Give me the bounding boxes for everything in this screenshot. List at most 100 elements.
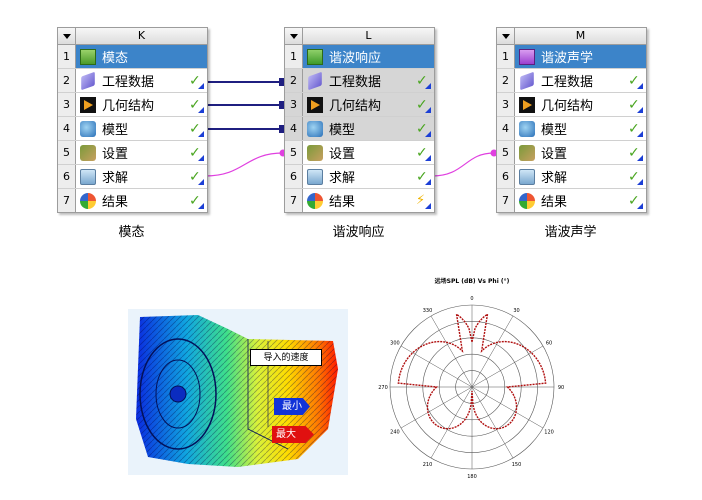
corner-icon bbox=[637, 83, 643, 89]
cell-setup[interactable]: 5 设置 ✓ bbox=[285, 141, 434, 165]
cell-engineering-data[interactable]: 2 工程数据 ✓ bbox=[497, 69, 646, 93]
cell-results[interactable]: 7 结果 ⚡ bbox=[285, 189, 434, 212]
check-icon: ✓ bbox=[416, 96, 428, 113]
polar-grid-spoke bbox=[400, 345, 473, 388]
cell-label: 工程数据 bbox=[102, 75, 155, 90]
row-number: 3 bbox=[285, 93, 303, 116]
system-m[interactable]: M 1 谐波声学 2 工程数据 ✓ 3 几何结构 ✓ 4 模型 ✓ 5 设置 ✓… bbox=[496, 27, 647, 213]
corner-icon bbox=[425, 107, 431, 113]
cell-analysis-type[interactable]: 1 谐波响应 bbox=[285, 45, 434, 69]
row-number: 2 bbox=[497, 69, 515, 92]
results-icon bbox=[519, 192, 535, 209]
corner-icon bbox=[637, 179, 643, 185]
corner-icon bbox=[198, 179, 204, 185]
corner-icon bbox=[425, 179, 431, 185]
check-icon: ✓ bbox=[628, 96, 640, 113]
row-number: 1 bbox=[58, 45, 76, 68]
corner-icon bbox=[637, 155, 643, 161]
cell-label: 结果 bbox=[541, 195, 568, 210]
cell-setup[interactable]: 5 设置 ✓ bbox=[497, 141, 646, 165]
system-k[interactable]: K 1 模态 2 工程数据 ✓ 3 几何结构 ✓ 4 模型 ✓ 5 设置 ✓ 6… bbox=[57, 27, 208, 213]
cell-geometry[interactable]: 3 几何结构 ✓ bbox=[58, 93, 207, 117]
check-icon: ✓ bbox=[628, 168, 640, 185]
system-caption[interactable]: 模态 bbox=[118, 225, 145, 240]
corner-icon bbox=[198, 83, 204, 89]
system-letter: M bbox=[575, 29, 586, 42]
results-icon bbox=[80, 192, 96, 209]
cell-model[interactable]: 4 模型 ✓ bbox=[58, 117, 207, 141]
legend-max-tag: 最大 bbox=[272, 426, 314, 443]
cell-setup[interactable]: 5 设置 ✓ bbox=[58, 141, 207, 165]
solution-icon bbox=[307, 168, 323, 185]
geometry-icon bbox=[519, 96, 535, 113]
row-number: 4 bbox=[497, 117, 515, 140]
polar-spl-curve bbox=[397, 312, 547, 430]
cell-model[interactable]: 4 模型 ✓ bbox=[497, 117, 646, 141]
check-icon: ✓ bbox=[189, 192, 201, 209]
cell-solution[interactable]: 6 求解 ✓ bbox=[285, 165, 434, 189]
polar-angle-label: 30 bbox=[513, 308, 519, 314]
cell-label: 工程数据 bbox=[329, 75, 382, 90]
setup-icon bbox=[307, 144, 323, 161]
cell-label: 设置 bbox=[102, 147, 129, 162]
harmonic-response-icon bbox=[307, 48, 323, 65]
system-caption[interactable]: 谐波响应 bbox=[332, 225, 385, 240]
row-number: 7 bbox=[497, 189, 515, 212]
import-velocity-callout: 导入的速度 bbox=[250, 349, 322, 366]
cell-label: 结果 bbox=[102, 195, 129, 210]
cell-engineering-data[interactable]: 2 工程数据 ✓ bbox=[285, 69, 434, 93]
system-l[interactable]: L 1 谐波响应 2 工程数据 ✓ 3 几何结构 ✓ 4 模型 ✓ 5 设置 ✓… bbox=[284, 27, 435, 213]
row-number: 4 bbox=[58, 117, 76, 140]
row-number: 6 bbox=[58, 165, 76, 188]
check-icon: ✓ bbox=[189, 120, 201, 137]
cell-label: 谐波响应 bbox=[329, 51, 382, 66]
row-number: 1 bbox=[285, 45, 303, 68]
callout-label: 导入的速度 bbox=[263, 353, 309, 363]
row-number: 2 bbox=[285, 69, 303, 92]
polar-grid-spoke bbox=[430, 386, 473, 459]
corner-icon bbox=[637, 203, 643, 209]
cell-geometry[interactable]: 3 几何结构 ✓ bbox=[497, 93, 646, 117]
engineering-data-icon bbox=[520, 71, 534, 90]
polar-grid-spoke bbox=[430, 315, 473, 388]
polar-grid-spoke bbox=[471, 386, 514, 459]
fea-contour-image: 导入的速度 最小 最大 bbox=[128, 309, 348, 475]
system-caption[interactable]: 谐波声学 bbox=[544, 225, 597, 240]
system-menu-button[interactable] bbox=[497, 28, 515, 44]
check-icon: ✓ bbox=[416, 120, 428, 137]
polar-angle-label: 210 bbox=[423, 462, 433, 468]
cell-analysis-type[interactable]: 1 模态 bbox=[58, 45, 207, 69]
polar-angle-label: 240 bbox=[390, 430, 400, 436]
system-letter: K bbox=[137, 29, 146, 42]
geometry-icon bbox=[307, 96, 323, 113]
cell-label: 模型 bbox=[102, 123, 129, 138]
cell-geometry[interactable]: 3 几何结构 ✓ bbox=[285, 93, 434, 117]
cell-label: 几何结构 bbox=[541, 99, 594, 114]
cell-label: 结果 bbox=[329, 195, 356, 210]
polar-angle-label: 120 bbox=[544, 430, 554, 436]
system-menu-button[interactable] bbox=[58, 28, 76, 44]
row-number: 5 bbox=[497, 141, 515, 164]
check-icon: ✓ bbox=[628, 72, 640, 89]
check-icon: ✓ bbox=[189, 72, 201, 89]
link-endpoint bbox=[279, 125, 287, 133]
cell-results[interactable]: 7 结果 ✓ bbox=[497, 189, 646, 212]
cell-label: 几何结构 bbox=[329, 99, 382, 114]
cell-solution[interactable]: 6 求解 ✓ bbox=[58, 165, 207, 189]
row-number: 4 bbox=[285, 117, 303, 140]
system-menu-button[interactable] bbox=[285, 28, 303, 44]
polar-angle-label: 330 bbox=[423, 308, 433, 314]
row-number: 1 bbox=[497, 45, 515, 68]
cell-label: 设置 bbox=[329, 147, 356, 162]
cell-analysis-type[interactable]: 1 谐波声学 bbox=[497, 45, 646, 69]
cell-solution[interactable]: 6 求解 ✓ bbox=[497, 165, 646, 189]
polar-angle-label: 300 bbox=[390, 341, 400, 347]
cell-results[interactable]: 7 结果 ✓ bbox=[58, 189, 207, 212]
system-letter: L bbox=[365, 29, 372, 42]
cell-model[interactable]: 4 模型 ✓ bbox=[285, 117, 434, 141]
cell-engineering-data[interactable]: 2 工程数据 ✓ bbox=[58, 69, 207, 93]
row-number: 5 bbox=[285, 141, 303, 164]
row-number: 3 bbox=[497, 93, 515, 116]
